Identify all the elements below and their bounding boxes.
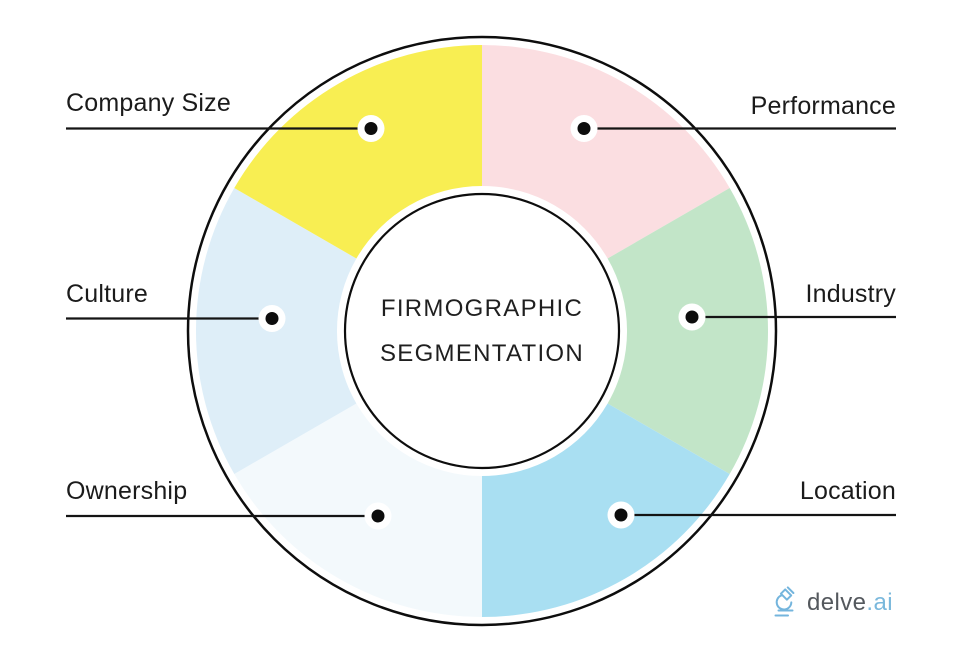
center-title: FIRMOGRAPHIC SEGMENTATION — [332, 286, 632, 376]
segment-location — [482, 403, 730, 617]
logo-text: delve.ai — [807, 589, 893, 617]
label-industry: Industry — [805, 280, 896, 308]
label-performance: Performance — [750, 92, 896, 120]
label-ownership: Ownership — [66, 477, 188, 505]
microscope-icon — [774, 586, 795, 617]
dot-location — [614, 508, 628, 522]
dot-culture — [265, 312, 279, 325]
logo-suffix: .ai — [866, 589, 893, 616]
dot-industry — [685, 310, 699, 324]
leader-lines — [66, 127, 896, 518]
segment-ownership — [234, 403, 482, 617]
label-culture: Culture — [66, 280, 148, 308]
inner-circle-outline — [343, 192, 621, 470]
center-title-line1: FIRMOGRAPHIC — [380, 295, 584, 322]
dot-company-size — [364, 122, 378, 135]
segment-company-size — [234, 44, 482, 259]
delve-ai-logo: delve.ai — [770, 586, 893, 620]
dot-performance — [577, 122, 591, 135]
label-company-size: Company Size — [66, 89, 231, 117]
logo-brand: delve — [807, 589, 867, 616]
outer-circle-outline — [186, 35, 778, 627]
dot-ownership — [371, 509, 385, 523]
center-title-line2: SEGMENTATION — [379, 340, 585, 367]
segment-industry — [607, 188, 769, 474]
label-location: Location — [799, 477, 896, 505]
anchor-dots — [258, 115, 706, 530]
segment-performance — [482, 45, 730, 259]
